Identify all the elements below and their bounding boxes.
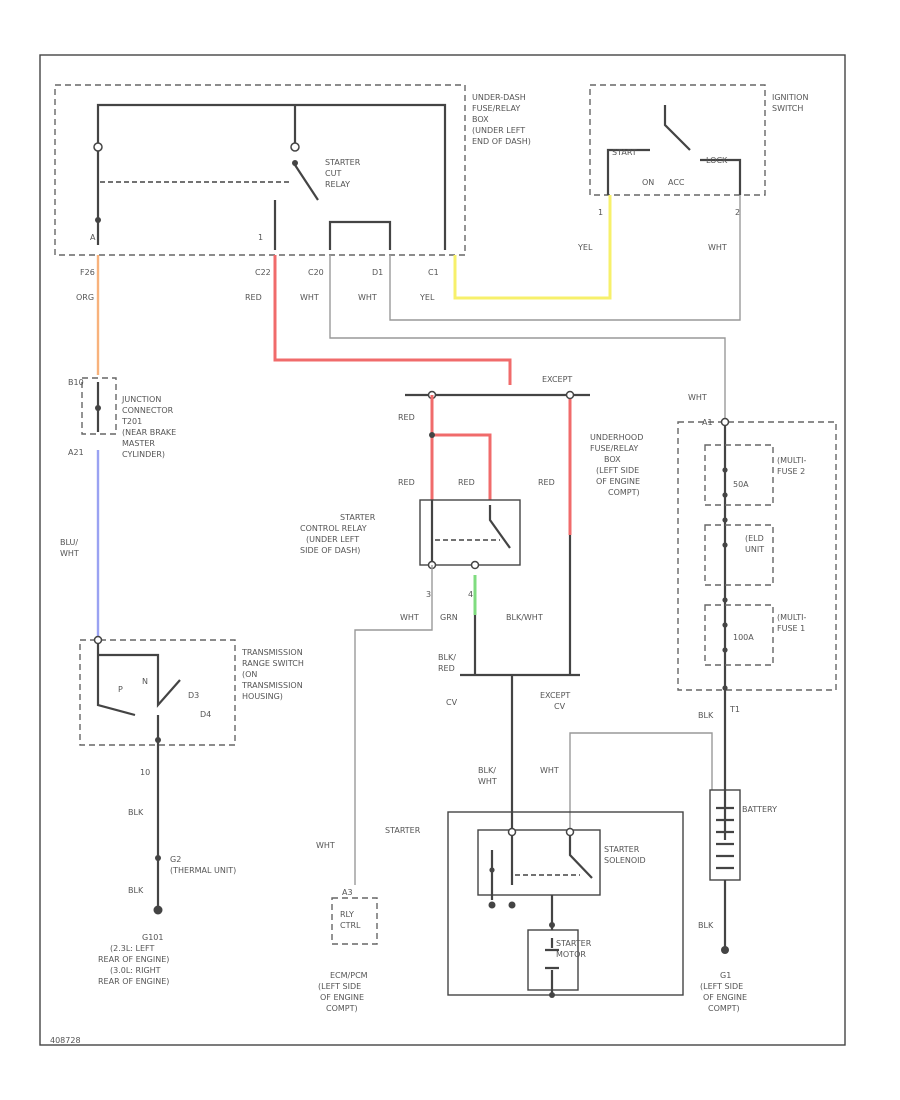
g2-label: G2(THERMAL UNIT) <box>170 855 236 875</box>
wire-blk-wht-2: BLK/WHT <box>478 766 497 786</box>
wire-blk-red: BLK/RED <box>438 653 456 673</box>
trs-d3: D3 <box>188 691 199 700</box>
ignition-switch-outline <box>589 84 766 196</box>
pin-c1: C1 <box>428 268 439 277</box>
starter-solenoid-outline <box>477 829 601 896</box>
except-label-1: EXCEPT <box>542 375 572 384</box>
wire-org: ORG <box>76 293 94 302</box>
wire-wht-4: WHT <box>400 613 419 622</box>
wire-wht-7: WHT <box>316 841 335 850</box>
wire-yellow <box>453 195 612 300</box>
diagram-frame <box>39 54 846 1046</box>
wire-wht-5: WHT <box>540 766 559 775</box>
wire-yel-1: YEL <box>419 293 435 302</box>
ig-on: ON <box>642 178 654 187</box>
wire-blk-3: BLK <box>128 808 144 817</box>
starter-outline <box>447 811 684 996</box>
trs-p: P <box>118 685 123 694</box>
wire-wht-3: WHT <box>708 243 727 252</box>
wire-wht-6: WHT <box>688 393 707 402</box>
trs-d4: D4 <box>200 710 211 719</box>
wire-yel-2: YEL <box>577 243 593 252</box>
wire-blk-4: BLK <box>128 886 144 895</box>
pin-ud-1: 1 <box>258 233 263 242</box>
ig-start: START <box>612 148 637 157</box>
pin-uh-a: A1 <box>702 418 713 427</box>
wire-grn: GRN <box>440 613 458 622</box>
trs-n: N <box>142 677 148 686</box>
pin-rel3: 3 <box>426 590 431 599</box>
pin-c20: C20 <box>308 268 324 277</box>
junction-connector-outline <box>81 377 117 435</box>
diagram-id: 408728 <box>50 1036 81 1045</box>
starter-label: STARTER <box>385 826 421 835</box>
wire-white-ig <box>389 195 741 321</box>
pin-jc-a21: A21 <box>68 448 84 457</box>
pin-jc-b10: B10 <box>68 378 84 387</box>
fuse2-label: (MULTI-FUSE 2 <box>777 456 806 476</box>
wire-red-1: RED <box>245 293 262 302</box>
battery-label: BATTERY <box>742 805 777 814</box>
ecm-box <box>331 897 378 945</box>
wire-red-2: RED <box>398 413 415 422</box>
pin-uh-t1: T1 <box>729 705 740 714</box>
starter-control-relay-outline <box>419 499 521 566</box>
wire-red-5: RED <box>538 478 555 487</box>
pin-trs10: 10 <box>140 768 150 777</box>
wire-red-3: RED <box>398 478 415 487</box>
pin-d1: D1 <box>372 268 383 277</box>
fuse1-amp: 100A <box>733 633 754 642</box>
pin-c22: C22 <box>255 268 271 277</box>
cv-label: CV <box>446 698 458 707</box>
ecm-pin: A3 <box>342 888 353 897</box>
wire-blk-2: BLK <box>698 921 714 930</box>
wire-red-main <box>273 255 512 385</box>
wire-wht-2: WHT <box>358 293 377 302</box>
wire-blu-wht: BLU/WHT <box>60 538 79 558</box>
pin-rel4: 4 <box>468 590 473 599</box>
pin-ud-a: A <box>90 233 96 242</box>
wire-white-c20 <box>329 255 726 420</box>
wire-wht-1: WHT <box>300 293 319 302</box>
underhood-fuse-box-outline <box>677 421 837 691</box>
pin-ig1: 1 <box>598 208 603 217</box>
ig-acc: ACC <box>668 178 685 187</box>
wire-blk-wht-1: BLK/WHT <box>506 613 543 622</box>
wire-red-4: RED <box>458 478 475 487</box>
pin-f26: F26 <box>80 268 95 277</box>
wire-blk-1: BLK <box>698 711 714 720</box>
fuse2-amp: 50A <box>733 480 749 489</box>
pin-ig2: 2 <box>735 208 740 217</box>
fuse1-label: (MULTI-FUSE 1 <box>777 613 806 633</box>
underdash-fuse-box-outline <box>54 84 466 256</box>
ig-lock: LOCK <box>706 156 728 165</box>
